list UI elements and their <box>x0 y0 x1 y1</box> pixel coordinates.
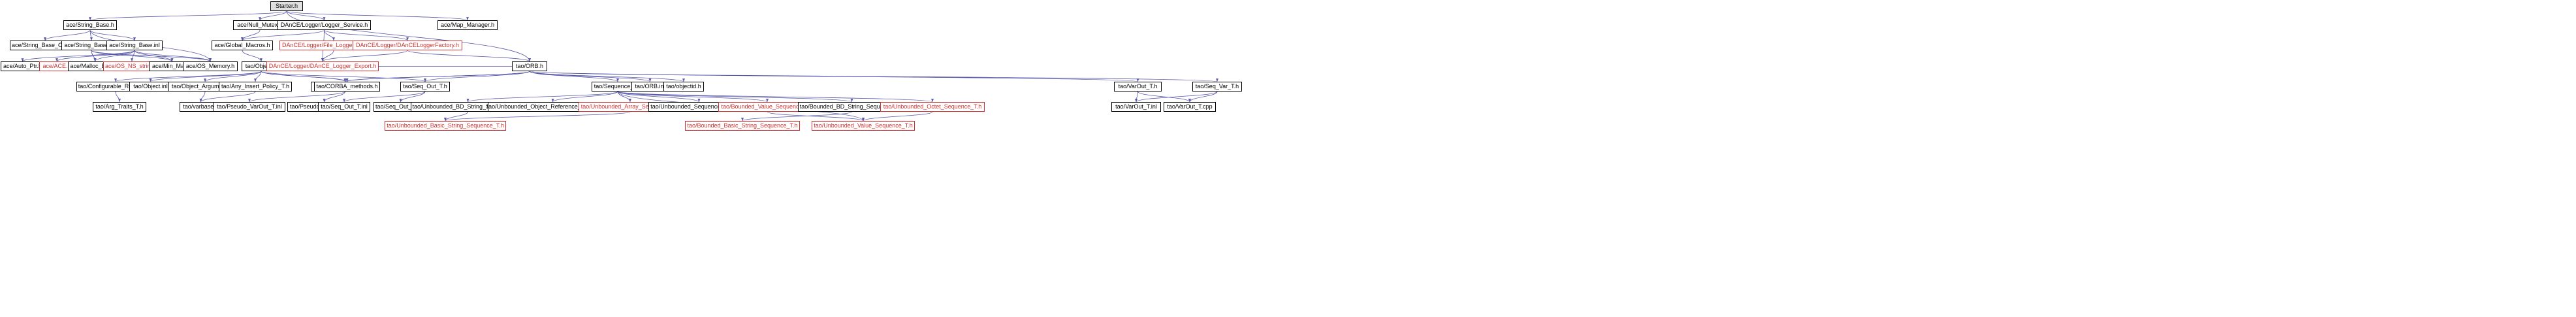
graph-edge <box>741 111 852 122</box>
graph-node[interactable]: tao/Bounded_Basic_String_Sequence_T.h <box>685 121 800 131</box>
graph-edge <box>345 71 530 82</box>
graph-edge <box>21 50 135 62</box>
graph-edge <box>89 10 287 21</box>
graph-node[interactable]: ace/Map_Manager.h <box>437 20 498 30</box>
graph-edge <box>529 71 1139 82</box>
graph-node[interactable]: ace/String_Base.h <box>63 20 117 30</box>
graph-node[interactable]: tao/Seq_Var_T.h <box>1192 82 1242 92</box>
graph-node[interactable]: tao/VarOut_T.h <box>1114 82 1162 92</box>
graph-edge <box>444 111 468 122</box>
graph-edge <box>617 91 631 103</box>
graph-edge <box>44 29 91 41</box>
graph-node[interactable]: tao/Any_Insert_Policy_T.h <box>219 82 292 92</box>
graph-node[interactable]: DAnCE/Logger/DAnCELoggerFactory.h <box>353 41 462 50</box>
graph-edge <box>324 29 409 41</box>
graph-edge <box>343 91 426 103</box>
graph-edge <box>261 71 349 82</box>
graph-node[interactable]: DAnCE/Logger/DAnCE_Logger_Export.h <box>266 61 379 71</box>
graph-edge <box>56 50 135 62</box>
graph-edge <box>204 71 262 82</box>
graph-node[interactable]: ace/Auto_Ptr.h <box>1 61 44 71</box>
graph-edge <box>1135 91 1218 103</box>
graph-edge <box>286 10 326 21</box>
graph-edge <box>134 50 212 62</box>
graph-edge <box>199 91 256 103</box>
graph-edge <box>131 50 135 62</box>
graph-edge <box>529 71 652 82</box>
graph-edge <box>286 10 469 21</box>
graph-edge <box>617 91 769 103</box>
graph-node[interactable]: ace/OS_NS_string.h <box>103 61 161 71</box>
graph-node[interactable]: tao/Object.inl <box>129 82 172 92</box>
graph-edge <box>529 71 619 82</box>
graph-node[interactable]: tao/Unbounded_Basic_String_Sequence_T.h <box>385 121 506 131</box>
graph-edge <box>89 29 136 41</box>
graph-edge <box>134 50 174 62</box>
graph-edge <box>617 91 701 103</box>
graph-node[interactable]: DAnCE/Logger/Logger_Service.h <box>278 20 371 30</box>
graph-edge <box>321 50 334 62</box>
graph-node[interactable]: tao/Unbounded_Value_Sequence_T.h <box>812 121 915 131</box>
graph-node[interactable]: tao/Sequence_T.h <box>592 82 644 92</box>
graph-edge <box>617 91 853 103</box>
graph-edge <box>529 71 685 82</box>
graph-edge <box>114 71 262 82</box>
graph-edge <box>617 91 934 103</box>
graph-edge <box>286 10 531 62</box>
graph-node[interactable]: tao/VarOut_T.cpp <box>1164 102 1216 112</box>
graph-edge <box>89 29 93 41</box>
graph-edge <box>343 71 530 82</box>
graph-node[interactable]: ace/Global_Macros.h <box>212 41 273 50</box>
graph-edge <box>399 91 426 103</box>
graph-edge <box>259 10 287 21</box>
graph-edge <box>115 91 121 103</box>
graph-edge <box>529 71 1218 82</box>
graph-node[interactable]: tao/Arg_Traits_T.h <box>93 102 146 112</box>
graph-edge <box>248 91 345 103</box>
graph-edge <box>93 50 135 62</box>
graph-node[interactable]: tao/Seq_Out_T.h <box>400 82 450 92</box>
graph-edge <box>91 50 174 62</box>
graph-node[interactable]: tao/Unbounded_Octet_Sequence_T.h <box>880 102 985 112</box>
graph-edge <box>254 71 262 82</box>
graph-edge <box>862 111 933 122</box>
graph-node[interactable]: tao/objectid.h <box>663 82 704 92</box>
graph-node[interactable]: tao/Pseudo_VarOut_T.inl <box>214 102 285 112</box>
graph-edge <box>149 71 262 82</box>
graph-edge <box>551 91 618 103</box>
graph-edge <box>199 91 206 103</box>
graph-edge <box>261 71 347 82</box>
graph-node[interactable]: tao/CORBA_methods.h <box>314 82 380 92</box>
graph-edge <box>767 111 865 122</box>
graph-edge <box>242 50 262 62</box>
graph-edge <box>466 91 618 103</box>
graph-node[interactable]: tao/ORB.h <box>512 61 547 71</box>
graph-edge <box>1188 91 1218 103</box>
graph-edge <box>91 50 97 62</box>
graph-edge <box>1137 91 1191 103</box>
graph-edge <box>321 50 408 62</box>
graph-edge <box>424 71 530 82</box>
graph-edge <box>324 29 335 41</box>
graph-node[interactable]: Starter.h <box>270 1 303 11</box>
graph-edge <box>241 29 325 41</box>
graph-edge <box>1135 91 1138 103</box>
graph-node[interactable]: tao/VarOut_T.inl <box>1111 102 1161 112</box>
graph-edge <box>407 50 531 62</box>
graph-edge <box>323 91 345 103</box>
graph-edge <box>241 29 261 41</box>
graph-node[interactable]: tao/varbase.h <box>180 102 222 112</box>
graph-edge <box>444 111 631 122</box>
graph-edge <box>91 50 212 62</box>
graph-node[interactable]: ace/ACE.h <box>39 61 74 71</box>
graph-node[interactable]: tao/Seq_Out_T.inl <box>318 102 370 112</box>
graph-edge <box>261 71 426 82</box>
graph-node[interactable]: ace/OS_Memory.h <box>183 61 238 71</box>
graph-node[interactable]: ace/String_Base.inl <box>106 41 163 50</box>
